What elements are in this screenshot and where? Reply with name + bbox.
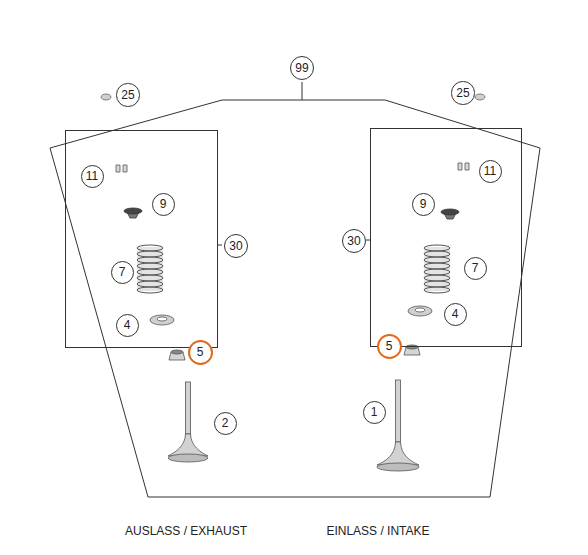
callout-number: 99	[290, 56, 314, 80]
callout-number: 30	[224, 234, 248, 258]
callout-number: 9	[152, 193, 175, 216]
kit-outline-shape	[50, 100, 540, 497]
callout-number: 4	[116, 314, 139, 337]
callout-number: 7	[464, 257, 487, 280]
callout-number: 4	[444, 303, 467, 326]
valve-keeper	[116, 163, 469, 172]
callout-number: 7	[111, 261, 134, 284]
valve-spring	[137, 245, 450, 293]
leader-lines	[218, 82, 370, 245]
intake-valve	[377, 380, 419, 471]
callout-number: 30	[342, 229, 366, 253]
valve-cap	[101, 94, 485, 100]
group-caption: AUSLASS / EXHAUST	[125, 524, 247, 538]
callout-number: 2	[214, 412, 237, 435]
kit-outline: 303099	[50, 100, 540, 497]
callout-number: 25	[451, 81, 474, 104]
group-caption: EINLASS / INTAKE	[326, 524, 429, 538]
callout-number: 9	[412, 193, 435, 216]
callout-number: 25	[116, 83, 139, 106]
spring-retainer	[124, 208, 459, 219]
kit-box: 30	[65, 130, 218, 348]
callout-number: 1	[363, 401, 386, 424]
callout-number: 11	[479, 160, 502, 183]
spring-seat-washer	[150, 306, 432, 325]
callout-number: 5	[188, 340, 213, 365]
callout-number: 11	[81, 165, 104, 188]
callout-number: 5	[377, 334, 402, 359]
exhaust-valve	[168, 382, 208, 462]
